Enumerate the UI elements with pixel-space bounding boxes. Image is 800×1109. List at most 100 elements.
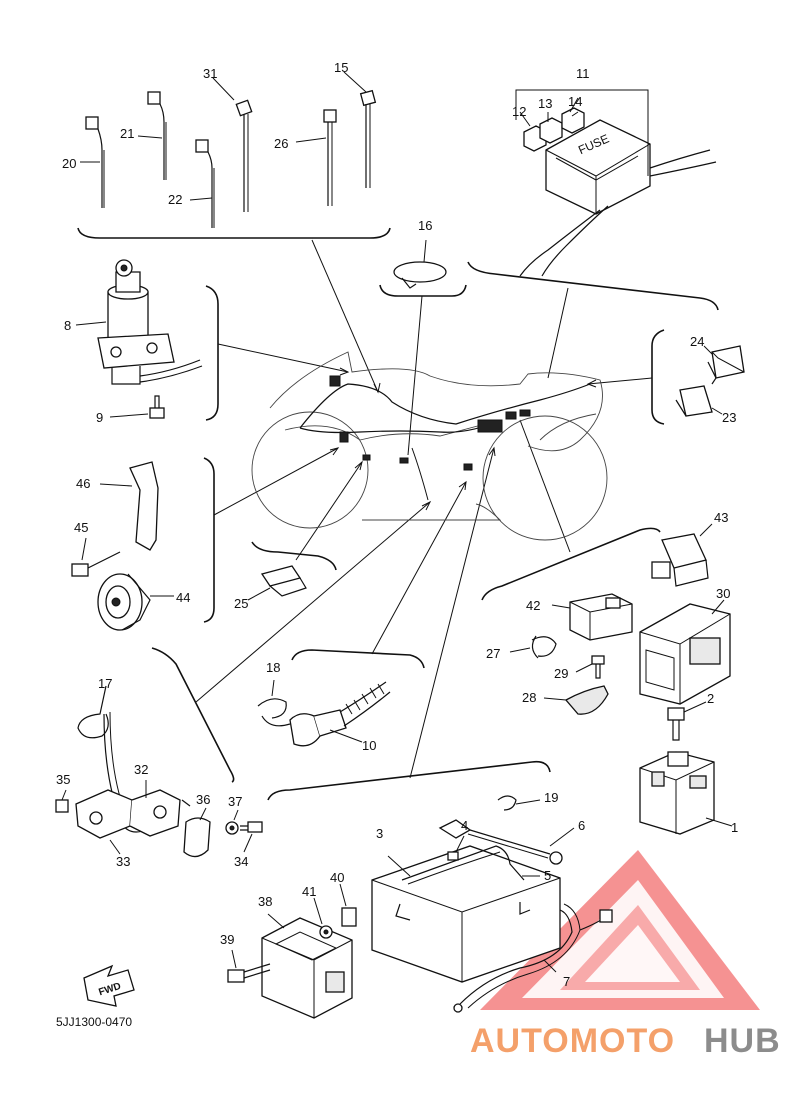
fwd-arrow: FWD [83,964,135,1007]
callout-25: 25 [234,596,248,611]
bolt-2 [667,701,707,741]
motorcycle-outline [251,351,608,541]
callout-1: 1 [731,820,738,835]
callout-19: 19 [544,790,558,805]
callout-20: 20 [62,156,76,171]
callout-11: 11 [576,66,590,81]
brace-relays [481,527,661,601]
callout-17: 17 [98,676,112,691]
callout-9: 9 [96,410,103,425]
clip-18 [257,679,291,727]
bolt-9 [109,395,165,419]
brace-fuse [467,261,719,311]
callout-7: 7 [563,974,570,989]
leader-lines [195,239,653,779]
horn-44 [97,573,174,631]
callout-43: 43 [714,510,728,525]
fuse-box: FUSE [515,89,717,277]
callout-10: 10 [362,738,376,753]
brace-clamp [379,284,467,297]
watermark-text: AUTOMOTO HUB [470,1022,781,1060]
clamp-27 [509,635,557,659]
bracket-23 [675,385,723,417]
callout-13: 13 [538,96,552,111]
callout-31: 31 [203,66,217,81]
callout-5: 5 [544,868,551,883]
callout-36: 36 [196,792,210,807]
horn-bracket-46 [99,461,159,551]
diagram-code: 5JJ1300-0470 [56,1015,132,1029]
callout-6: 6 [578,818,585,833]
brace-sidestand [151,647,235,783]
wiring-harness [299,375,591,501]
battery-band-5 [401,845,540,885]
washer-41 [313,897,333,939]
callout-46: 46 [76,476,90,491]
callout-35: 35 [56,772,70,787]
cable-tie-21 [147,91,167,180]
callout-21: 21 [120,126,134,141]
callout-42: 42 [526,598,540,613]
callout-3: 3 [376,826,383,841]
callout-8: 8 [64,318,71,333]
callout-28: 28 [522,690,536,705]
callout-30: 30 [716,586,730,601]
callout-16: 16 [418,218,432,233]
cable-tie-26 [323,109,337,206]
part-4 [447,835,465,861]
callout-2: 2 [707,691,714,706]
callout-37: 37 [228,794,242,809]
main-switch [75,259,203,385]
unit-30 [639,599,731,705]
callout-29: 29 [554,666,568,681]
callout-39: 39 [220,932,234,947]
cable-tie-31 [235,99,253,212]
watermark-logo [480,850,760,1010]
watermark-text-part1: AUTOMOTO [470,1022,675,1060]
brace-main-switch [205,285,219,421]
cable-7 [453,903,613,1013]
callout-24: 24 [690,334,704,349]
bolt-39 [227,949,271,983]
brace-battery [267,760,551,801]
cable-6 [438,819,575,865]
relay-43 [651,523,713,587]
callout-33: 33 [116,854,130,869]
band-clamp-16 [393,239,447,289]
callout-45: 45 [74,520,88,535]
brace-right-brackets [651,329,665,425]
relay-42 [551,593,633,641]
switch-assembly [75,685,191,855]
callout-14: 14 [568,94,582,109]
regulator-38 [261,913,353,1019]
callout-40: 40 [330,870,344,885]
callout-38: 38 [258,894,272,909]
part-40 [339,883,357,927]
callout-23: 23 [722,410,736,425]
callout-34: 34 [234,854,248,869]
screw-29 [575,655,605,679]
starter-relay-1 [639,751,733,835]
sensor-10 [289,681,391,747]
tie-leaders [80,71,367,201]
washer-37 [225,809,239,835]
watermark-text-part2: HUB [704,1022,781,1060]
clip-19 [497,795,541,811]
screw-35 [55,789,69,813]
callout-15: 15 [334,60,348,75]
callout-12: 12 [512,104,526,119]
callout-27: 27 [486,646,500,661]
callout-26: 26 [274,136,288,151]
callout-44: 44 [176,590,190,605]
callout-22: 22 [168,192,182,207]
brace-ties [77,227,391,239]
holder-25 [247,565,307,601]
callout-41: 41 [302,884,316,899]
brace-horn [203,457,215,623]
brace-holder25 [251,541,337,571]
callout-32: 32 [134,762,148,777]
bolt-45 [71,537,121,577]
bolt-34 [240,821,263,853]
callout-18: 18 [266,660,280,675]
